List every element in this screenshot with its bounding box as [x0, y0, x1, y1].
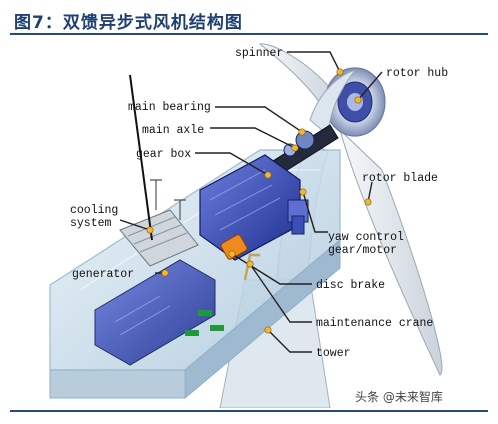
- maintenance-crane: [243, 253, 260, 281]
- watermark: 头条 @未来智库: [355, 390, 443, 404]
- label-maintenance-crane: maintenance crane: [316, 317, 433, 330]
- title-rule: [10, 33, 488, 35]
- title-bar: 图7：双馈异步式风机结构图: [10, 6, 488, 36]
- figure-title: 图7：双馈异步式风机结构图: [14, 13, 243, 33]
- label-tower: tower: [316, 347, 351, 360]
- anemometer-mast: [129, 74, 153, 241]
- label-gear-box: gear box: [136, 148, 191, 161]
- mounting-brackets: [185, 310, 224, 336]
- label-main-bearing: main bearing: [128, 101, 211, 114]
- generator: [94, 259, 216, 366]
- label-yaw-line2: gear/motor: [328, 244, 397, 257]
- cooling-system: [119, 179, 199, 267]
- label-rotor-blade: rotor blade: [362, 172, 438, 185]
- turbine-diagram: spinner rotor hub main bearing main axle…: [10, 40, 488, 408]
- disc-brake: [220, 234, 248, 260]
- label-cooling-line2: system: [70, 217, 112, 230]
- label-disc-brake: disc brake: [316, 279, 385, 292]
- label-dots: [146, 68, 372, 334]
- label-spinner: spinner: [235, 47, 283, 60]
- bottom-rule: [10, 410, 488, 412]
- label-generator: generator: [72, 268, 134, 281]
- label-cooling-line1: cooling: [70, 204, 118, 217]
- label-rotor-hub: rotor hub: [386, 67, 448, 80]
- label-main-axle: main axle: [142, 124, 204, 137]
- spinner-hub: [309, 67, 386, 137]
- label-yaw-line1: yaw control: [328, 231, 404, 244]
